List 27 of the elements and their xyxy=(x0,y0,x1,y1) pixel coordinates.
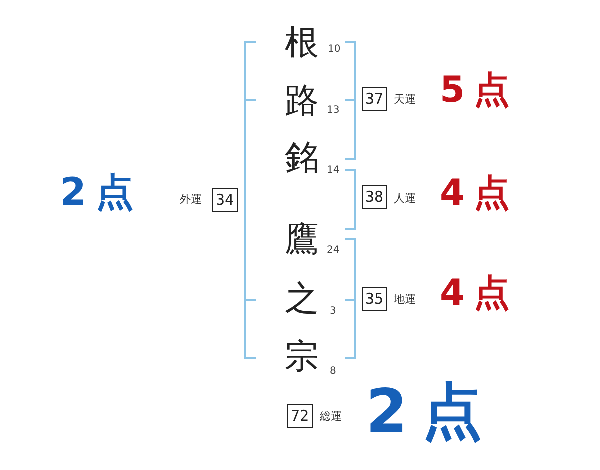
stroke-count: 3 xyxy=(330,307,336,317)
fortune-label: 人運 xyxy=(394,193,416,204)
name-character: 根 xyxy=(285,26,319,60)
points-text: 2点 xyxy=(366,382,498,442)
stroke-count: 8 xyxy=(330,367,336,377)
points-text: 4点 xyxy=(440,276,520,312)
stroke-count: 13 xyxy=(327,106,340,116)
name-character: 宗 xyxy=(285,340,319,374)
fortune-label: 外運 xyxy=(180,194,202,205)
points-text: 2点 xyxy=(60,173,144,211)
name-character: 銘 xyxy=(285,141,319,175)
stroke-count: 24 xyxy=(327,246,340,256)
points-text: 4点 xyxy=(440,176,520,212)
name-character: 路 xyxy=(285,84,319,118)
score-box: 35 xyxy=(362,287,387,311)
score-box: 38 xyxy=(362,185,387,209)
score-box: 72 xyxy=(287,404,313,428)
stroke-count: 14 xyxy=(327,166,340,176)
name-character: 鷹 xyxy=(285,223,319,257)
fortune-label: 総運 xyxy=(320,411,342,422)
name-character: 之 xyxy=(285,282,319,316)
fortune-label: 地運 xyxy=(394,294,416,305)
points-text: 5点 xyxy=(440,73,520,109)
score-box: 34 xyxy=(212,188,238,212)
fortune-label: 天運 xyxy=(394,94,416,105)
score-box: 37 xyxy=(362,87,387,111)
stroke-count: 10 xyxy=(328,45,341,55)
